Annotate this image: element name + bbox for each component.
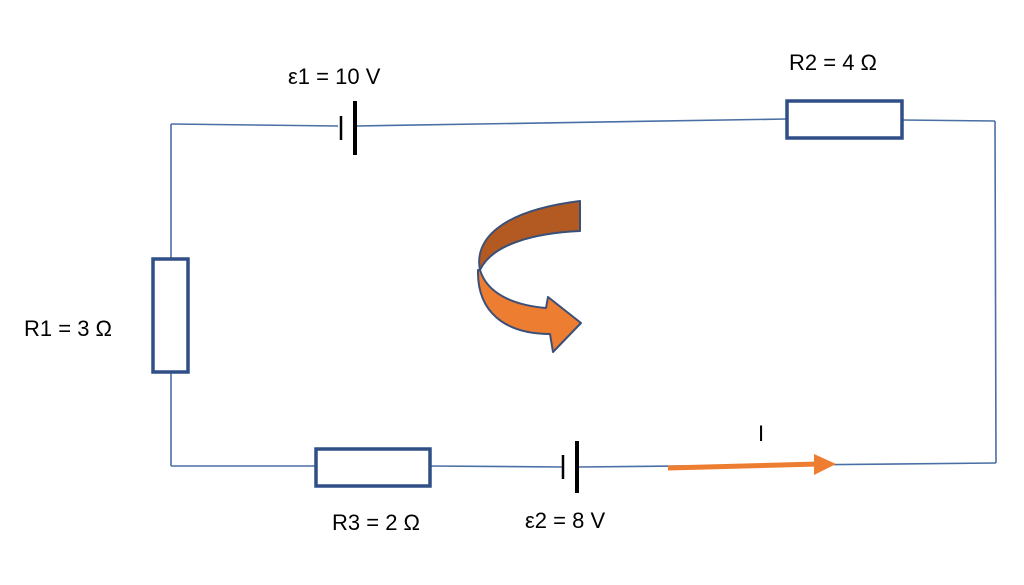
loop-arrow-front-band: [476, 269, 582, 353]
wire-top-right: [901, 119, 996, 122]
resistor-r1: [151, 257, 190, 374]
emf2-label: ε2 = 8 V: [525, 508, 606, 533]
current-arrow-shaft: [667, 461, 819, 471]
wire-right: [994, 120, 997, 464]
r3-label: R3 = 2 Ω: [332, 510, 420, 535]
wire-top-middle: [355, 118, 787, 127]
battery-e2: [561, 441, 579, 493]
current-arrow-head: [814, 454, 836, 475]
emf1-label: ε1 = 10 V: [288, 64, 381, 89]
battery-e1: [339, 101, 357, 155]
wires: [170, 118, 997, 468]
r1-label: R1 = 3 Ω: [24, 316, 112, 341]
current-label: I: [758, 421, 765, 446]
resistor-r2: [785, 99, 904, 140]
arrow-right-icon: [667, 454, 836, 475]
resistor-r3: [314, 447, 432, 488]
r2-label: R2 = 4 Ω: [789, 50, 877, 75]
wire-bottom-middle: [429, 465, 564, 468]
wire-top-left: [170, 123, 339, 127]
curved-arrow-clockwise-icon: [476, 200, 582, 353]
loop-arrow-back-band: [478, 200, 581, 271]
resistors: [151, 99, 904, 488]
